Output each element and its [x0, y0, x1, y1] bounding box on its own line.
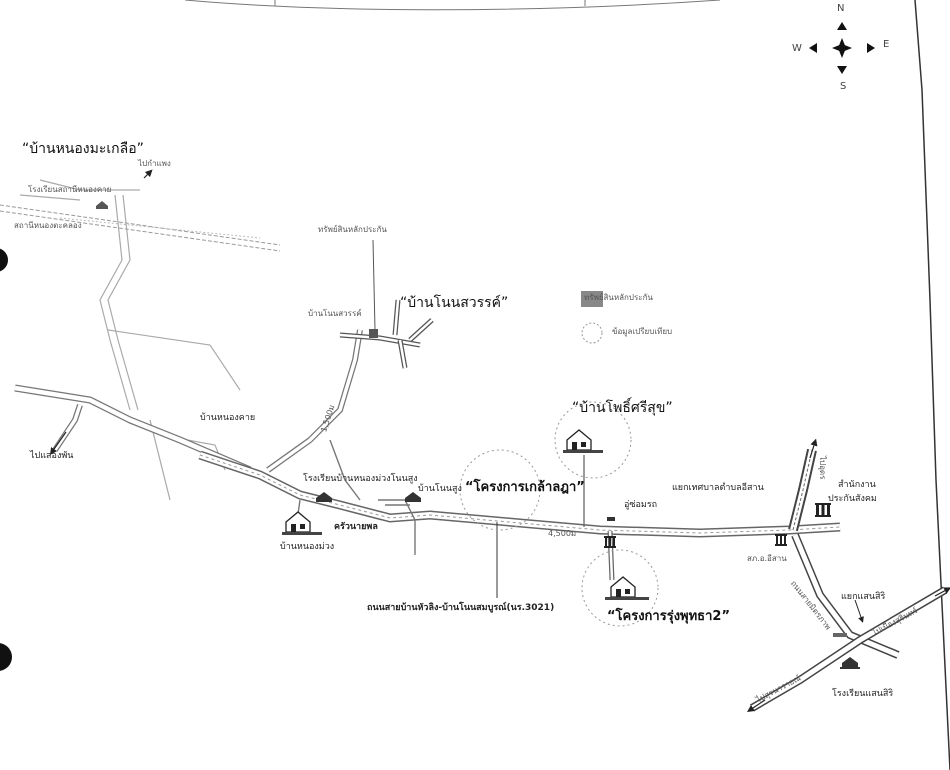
hole-punch — [0, 248, 8, 272]
village-label-pho-si-suk: “บ้านโพธิ์ศรีสุข” — [572, 400, 673, 416]
label-asset-callout: ทรัพย์สินหลักประกัน — [318, 225, 387, 234]
project-label-klalada: “โครงการเกล้าลฎา” — [465, 480, 585, 495]
label-school-se: โรงเรียนแสนสิริ — [832, 689, 894, 699]
school-icon — [316, 492, 332, 502]
shop-marker — [607, 517, 615, 521]
arrow-icon — [747, 699, 766, 712]
label-road-name: ถนนสายบ้านหัวลิง-บ้านโนนสมบูรณ์(นร.3021) — [367, 603, 555, 613]
label-nong-khae: บ้านหนองคาย — [200, 413, 256, 423]
village-label-nong-makluea: “บ้านหนองมะเกลือ” — [22, 141, 144, 157]
railway — [0, 204, 281, 252]
compass-west-label: W — [792, 43, 802, 54]
label-station: สถานีหนองตะคลอง — [14, 221, 82, 230]
legend-ref-label: ข้อมูลเปรียบเทียบ — [612, 327, 673, 336]
arrow-icon — [809, 438, 818, 459]
ref-circle — [459, 449, 541, 531]
label-non-sawan-small: บ้านโนนสวรรค์ — [308, 309, 362, 318]
label-shop: อู่ซ่อมรถ — [624, 500, 658, 510]
arrow-icon — [49, 431, 67, 455]
arrow-icon — [934, 587, 950, 597]
label-tambon-office: แยกเทศบาลตำบลอีสาน — [672, 483, 764, 493]
label-to-north: ไปกำแพง — [138, 159, 171, 168]
road-non-sawan — [266, 299, 434, 473]
legend-asset-swatch — [581, 291, 603, 307]
arrow-icon — [854, 599, 864, 623]
main-road — [198, 450, 841, 538]
village-label-non-sawan: “บ้านโนนสวรรค์” — [400, 295, 509, 311]
school-icon — [840, 657, 860, 669]
government-building-icon — [604, 536, 616, 548]
ref-circle — [581, 549, 659, 627]
label-school-north: โรงเรียนสถานีหนองคาย — [28, 185, 112, 194]
junction-marker — [833, 633, 847, 637]
label-school-main: โรงเรียนบ้านหนองม่วงโนนสูง — [303, 474, 418, 484]
label-distance-2: 4,500ม — [548, 529, 577, 538]
label-office-line1: สำนักงาน — [838, 480, 876, 490]
page-edge-line — [184, 0, 721, 11]
label-road-north: ไปอุดร — [818, 456, 827, 480]
leader-asset — [372, 239, 376, 331]
legend-ref-swatch — [581, 322, 603, 344]
asset-marker — [369, 329, 378, 338]
compass-rose-icon — [809, 22, 875, 74]
hole-punch — [0, 643, 12, 671]
label-non-sung: บ้านโนนสูง — [418, 484, 462, 494]
house-icon — [282, 511, 322, 535]
road-mittraphap — [749, 533, 948, 712]
label-office-line2: ประกันสังคม — [828, 494, 877, 504]
government-building-icon — [815, 503, 831, 517]
legend-asset-label: ทรัพย์สินหลักประกัน — [584, 293, 653, 302]
house-icon — [605, 576, 649, 600]
compass-east-label: E — [883, 39, 890, 50]
house-icon — [563, 429, 603, 453]
ref-circle — [554, 401, 632, 479]
label-junction-se: แยกแสนสิริ — [841, 592, 886, 602]
school-icon — [405, 492, 421, 502]
project-label-rung-phuttha: “โครงการรุ่งพุทธา2” — [607, 609, 730, 624]
arrow-icon — [143, 169, 153, 179]
page-edge-right — [914, 0, 950, 770]
road-west — [14, 384, 252, 474]
compass-north-label: N — [837, 3, 845, 14]
label-village-center: ครัวนายพล — [334, 522, 378, 532]
school-icon — [96, 201, 108, 209]
road-north-east — [788, 448, 817, 532]
label-police: สภ.อ.อีสาน — [747, 554, 787, 563]
compass-south-label: S — [840, 81, 847, 92]
government-building-icon — [775, 534, 787, 546]
label-nong-muang: บ้านหนองม่วง — [280, 542, 335, 552]
label-to-west: ไปแสองพัน — [30, 451, 74, 461]
